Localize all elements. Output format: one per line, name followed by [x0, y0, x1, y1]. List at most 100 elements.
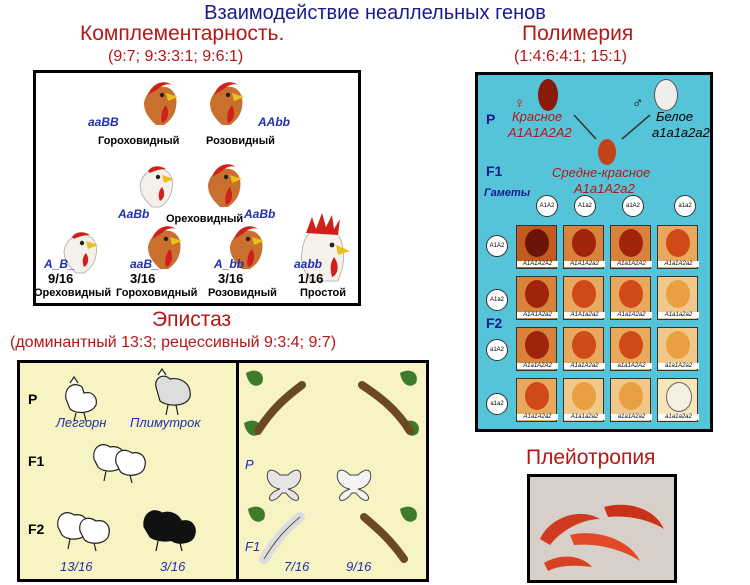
breed-plymouth-rock: Плимутрок — [130, 415, 201, 430]
epistasis-p-label: P — [28, 391, 38, 407]
gamete-left-2: A1a2 — [486, 289, 508, 311]
epistasis-f2-label: F2 — [28, 521, 45, 537]
gamete-left-4: a1a2 — [486, 393, 508, 415]
punnett-cell: a1a1A2a2 — [657, 327, 699, 371]
female-name: Красное — [512, 109, 563, 124]
polymery-p-label: P — [486, 111, 496, 127]
punnett-genotype: A1a1a2a2 — [564, 414, 605, 420]
moth-f1-label: F1 — [245, 539, 261, 554]
f1-grain — [598, 139, 616, 165]
female-symbol: ♀ — [514, 95, 526, 112]
punnett-genotype: A1A1a2a2 — [564, 312, 605, 318]
punnett-grain — [572, 280, 596, 308]
punnett-grain — [525, 382, 549, 410]
cross-arrows — [573, 114, 651, 140]
punnett-genotype: a1a1a2a2 — [658, 414, 699, 420]
label-offspring-3: Розовидный — [208, 287, 277, 299]
ratio-offspring-3: 3/16 — [218, 271, 244, 286]
gamete-top-1: A1A2 — [536, 195, 558, 217]
page-title: Взаимодействие неаллельных генов — [204, 2, 546, 24]
pleiotropy-title: Плейотропия — [526, 446, 656, 469]
rooster-heads — [63, 82, 350, 282]
breed-leghorn: Леггорн — [56, 415, 107, 430]
f1-name: Средне-красное — [552, 165, 651, 180]
f1-genotype: A1a1A2a2 — [574, 181, 635, 196]
genotype-offspring-4: aabb — [294, 257, 323, 271]
gamete-top-4: a1a2 — [674, 195, 696, 217]
punnett-genotype: A1A1A2a2 — [564, 261, 605, 267]
punnett-cell: A1a1A2a2 — [610, 276, 652, 320]
punnett-cell: a1a1a2a2 — [657, 378, 699, 422]
label-rose-parent: Розовидный — [206, 135, 275, 147]
punnett-grain — [572, 229, 596, 257]
genotype-rose-parent: AAbb — [258, 115, 290, 129]
rooster-walnut — [208, 164, 242, 207]
punnett-cell: a1a1A2a2 — [610, 378, 652, 422]
ratio-offspring-2: 3/16 — [130, 271, 156, 286]
red-grain — [538, 79, 558, 111]
punnett-genotype: A1A1A2a2 — [517, 312, 558, 318]
punnett-genotype: A1a1A2a2 — [658, 261, 699, 267]
gamete-left-3: a1A2 — [486, 339, 508, 361]
moth-ratio-1: 7/16 — [284, 559, 310, 574]
epistasis-ratio-2: 3/16 — [160, 559, 186, 574]
punnett-grain — [619, 382, 643, 410]
punnett-genotype: A1a1a2a2 — [658, 312, 699, 318]
epistasis-ratio-1: 13/16 — [60, 559, 93, 574]
gamete-top-2: A1a2 — [574, 195, 596, 217]
ratio-offspring-1: 9/16 — [48, 271, 74, 286]
punnett-cell: A1a1A2a2 — [563, 327, 605, 371]
genotype-f1-left: AaBb — [118, 207, 150, 221]
rooster-offspring-single — [301, 213, 350, 282]
ratio-offspring-4: 1/16 — [298, 271, 324, 286]
genotype-offspring-3: A_bb — [214, 257, 244, 271]
rooster-pea-comb — [144, 82, 178, 125]
epistasis-panel: P F1 F2 Леггорн Плимутрок — [17, 360, 429, 582]
white-grain — [654, 79, 678, 111]
epistasis-f1-label: F1 — [28, 453, 45, 469]
punnett-genotype: A1a1A2A2 — [517, 363, 558, 369]
genotype-f1-right: AaBb — [244, 207, 276, 221]
punnett-grain — [666, 331, 690, 359]
genotype-pea-parent: aaBB — [88, 115, 119, 129]
gamete-top-3: a1A2 — [622, 195, 644, 217]
punnett-genotype: A1a1A2A2 — [611, 261, 652, 267]
punnett-grain — [666, 280, 690, 308]
punnett-genotype: A1a1A2a2 — [611, 312, 652, 318]
punnett-grain — [666, 229, 690, 257]
punnett-cell: A1A1a2a2 — [563, 276, 605, 320]
punnett-cell: A1A1A2A2 — [516, 225, 558, 269]
punnett-cell: a1a1A2A2 — [610, 327, 652, 371]
male-genotype: a1a1a2a2 — [652, 125, 710, 140]
epistasis-divider — [236, 363, 239, 579]
epistasis-title: Эпистаз — [152, 308, 232, 331]
sickle-cells-drawing — [540, 504, 664, 571]
complementarity-ratios: (9:7; 9:3:3:1; 9:6:1) — [108, 48, 244, 65]
polymery-title: Полимерия — [522, 22, 634, 45]
label-offspring-4: Простой — [300, 287, 347, 299]
punnett-genotype: a1a1A2A2 — [611, 363, 652, 369]
gametes-label: Гаметы — [484, 187, 531, 199]
punnett-cell: A1a1a2a2 — [657, 276, 699, 320]
genotype-offspring-1: A_B_ — [44, 257, 75, 271]
punnett-cell: A1a1A2A2 — [516, 327, 558, 371]
epistasis-ratios: (доминантный 13:3; рецессивный 9:3:4; 9:… — [10, 334, 337, 351]
polymery-panel: P ♀ ♂ Красное A1A1A2A2 Белое a1a1a2a2 F1… — [475, 72, 713, 432]
punnett-cell: A1a1A2a2 — [516, 378, 558, 422]
female-genotype: A1A1A2A2 — [508, 125, 572, 140]
complementarity-title: Комплементарность. — [80, 22, 285, 45]
polymery-ratios: (1:4:6:4:1; 15:1) — [514, 48, 627, 65]
punnett-cell: A1a1A2A2 — [610, 225, 652, 269]
label-offspring-2: Гороховидный — [116, 287, 198, 299]
male-name: Белое — [656, 109, 694, 124]
rooster-walnut-white — [139, 165, 175, 208]
punnett-cell: A1A1A2a2 — [516, 276, 558, 320]
punnett-genotype: a1a1A2a2 — [611, 414, 652, 420]
punnett-genotype: A1a1A2a2 — [564, 363, 605, 369]
label-f1: Ореховидный — [166, 213, 244, 225]
genotype-offspring-2: aaB_ — [130, 257, 159, 271]
rooster-rose-comb — [210, 82, 244, 125]
punnett-genotype: A1a1A2a2 — [517, 414, 558, 420]
punnett-grain — [666, 382, 692, 412]
